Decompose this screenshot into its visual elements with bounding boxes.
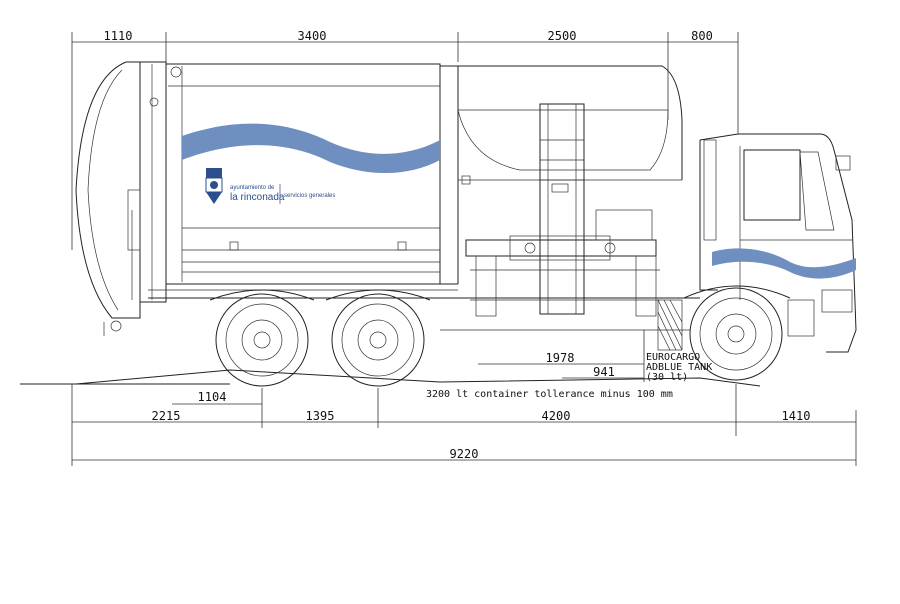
dim-bottom-1: 2215 xyxy=(152,409,181,423)
logo-line-2: la rinconada xyxy=(230,192,285,203)
dim-top-1: 1110 xyxy=(104,29,133,43)
tank-note-3: (30 lt) xyxy=(646,372,688,383)
dim-bottom-4: 1410 xyxy=(782,409,811,423)
top-dimension-line xyxy=(71,32,739,250)
dim-inner-1: 1978 xyxy=(546,351,575,365)
wheel-arches xyxy=(209,285,791,301)
tank-note-1: EUROCARGO xyxy=(646,352,700,363)
dim-overall: 9220 xyxy=(450,447,479,461)
tank-note-2: ADBLUE TANK xyxy=(646,362,712,373)
cab xyxy=(699,133,857,353)
dim-overhang: 1104 xyxy=(198,390,227,404)
rear-wheel-2 xyxy=(331,293,425,387)
inner-dimension-lines xyxy=(172,330,645,405)
dim-top-4: 800 xyxy=(691,29,713,43)
lifting-mechanism xyxy=(465,103,683,351)
dim-bottom-2: 1395 xyxy=(306,409,335,423)
la-rinconada-logo xyxy=(205,168,281,204)
logo-line-3: servicios generales xyxy=(284,193,335,199)
dim-top-3: 2500 xyxy=(548,29,577,43)
rear-wheel-1 xyxy=(215,293,309,387)
logo-line-1: ayuntamiento de xyxy=(230,185,275,191)
dim-top-2: 3400 xyxy=(298,29,327,43)
bottom-dimension-lines xyxy=(71,384,857,466)
container-note: 3200 lt container tollerance minus 100 m… xyxy=(426,389,673,400)
dim-bottom-3: 4200 xyxy=(542,409,571,423)
cab-wave xyxy=(712,248,856,279)
body-wave xyxy=(182,123,440,174)
dim-inner-2: 941 xyxy=(593,365,615,379)
ground-line xyxy=(20,369,761,387)
front-wheel xyxy=(689,287,783,381)
